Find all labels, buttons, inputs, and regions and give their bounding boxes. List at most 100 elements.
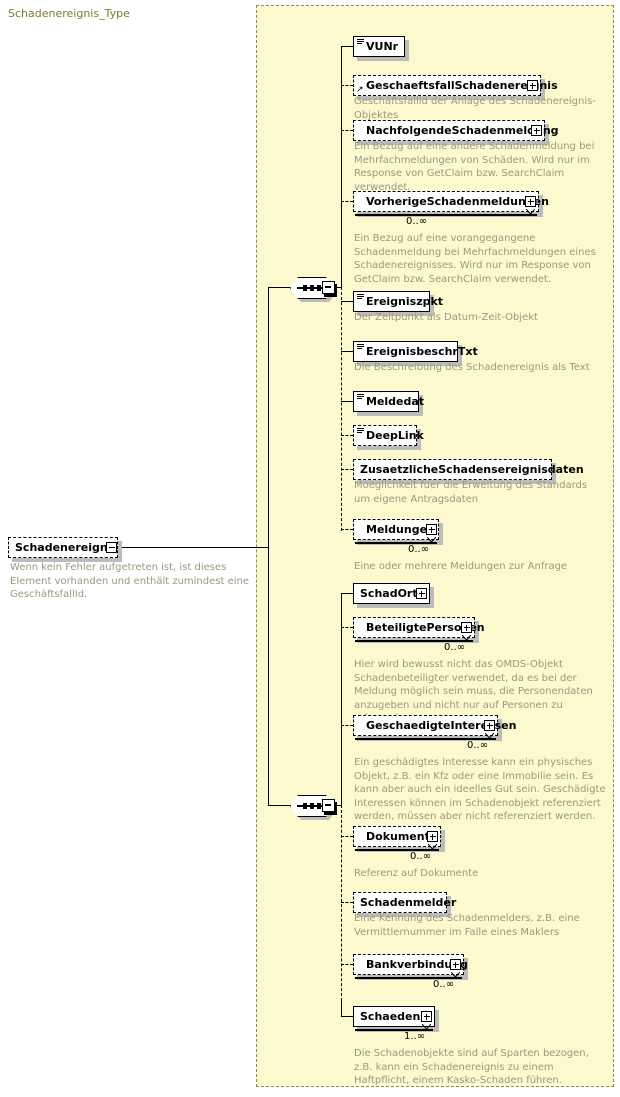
- bus-group-2-upper: [341, 593, 342, 805]
- stub-nachfolgende: [341, 130, 353, 131]
- bus-group-1: [341, 46, 342, 287]
- repeat-chevron-icon: [462, 635, 471, 641]
- stub-schaeden: [341, 1016, 353, 1017]
- repeat-chevron-icon: [485, 733, 494, 739]
- occurs-label: 0..∞: [408, 544, 430, 555]
- element-documentation: Ein Bezug auf eine andere Schadenmeldung…: [354, 141, 595, 193]
- connector-trunk-seq2: [268, 805, 290, 806]
- element-dokumente[interactable]: Dokumente: [353, 826, 441, 847]
- element-label: DeepLink: [366, 429, 424, 442]
- stub-beteiligte: [341, 627, 353, 628]
- expand-icon[interactable]: [527, 80, 538, 91]
- element-meldungen[interactable]: Meldungen: [353, 519, 439, 540]
- element-documentation: Geschäftsfallid der Anlage des Schadener…: [354, 96, 596, 121]
- element-documentation: Eine oder mehrere Meldungen zur Anfrage: [354, 561, 568, 572]
- element-schadenmelder[interactable]: Schadenmelder: [353, 892, 456, 913]
- element-ereignisbeschrtxt[interactable]: EreignisbeschrTxt: [353, 341, 478, 362]
- element-bankverbindung[interactable]: Bankverbindung: [353, 954, 468, 975]
- element-documentation: Ein geschädigtes Interesse kann ein phys…: [354, 757, 606, 822]
- repeat-indicator: [355, 977, 462, 979]
- element-label: GeschaedigteInteressen: [366, 719, 517, 732]
- element-documentation: Die Schadenobjekte sind auf Sparten bezo…: [354, 1048, 589, 1086]
- stub-vorherige: [341, 201, 353, 202]
- element-beteiligtepersonen[interactable]: BeteiligtePersonen: [353, 617, 485, 638]
- element-deeplink[interactable]: DeepLink: [353, 425, 424, 446]
- connector-seq1-out: [334, 287, 342, 288]
- element-ereigniszpkt[interactable]: Ereigniszpkt: [353, 291, 443, 312]
- expand-icon[interactable]: [421, 1011, 432, 1022]
- type-title: Schadenereignis_Type: [8, 7, 130, 20]
- root-element-label: Schadenereignis: [15, 541, 119, 554]
- stub-deeplink: [341, 435, 353, 436]
- expand-icon[interactable]: [427, 831, 438, 842]
- stub-meldungen: [341, 529, 353, 530]
- stub-geschaeftsfall: [341, 85, 353, 86]
- connector-trunk-seq1: [268, 287, 290, 288]
- element-meldedat[interactable]: Meldedat: [353, 391, 424, 412]
- expand-icon[interactable]: [426, 524, 437, 535]
- element-schadort[interactable]: SchadOrt: [353, 583, 430, 604]
- stub-bankverbindung: [341, 964, 353, 965]
- element-label: Ereigniszpkt: [366, 295, 444, 308]
- expand-icon[interactable]: [416, 588, 427, 599]
- repeat-indicator: [355, 640, 473, 642]
- occurs-label: 0..∞: [444, 642, 466, 653]
- stub-ereigniszpkt: [341, 301, 353, 302]
- sequence-2-dots-icon: [303, 802, 321, 809]
- sequence-1-collapse-icon[interactable]: [322, 281, 335, 294]
- expand-icon[interactable]: [461, 622, 472, 633]
- element-label: Meldedat: [366, 395, 425, 408]
- element-documentation: Referenz auf Dokumente: [354, 868, 479, 879]
- element-label: NachfolgendeSchadenmeldung: [366, 124, 559, 137]
- lines-icon: [357, 428, 364, 434]
- expand-icon[interactable]: [484, 720, 495, 731]
- element-schaeden[interactable]: Schaeden: [353, 1006, 435, 1027]
- element-documentation: Eine Kennung des Schadenmelders, z.B. ei…: [354, 913, 580, 938]
- occurs-label: 0..∞: [467, 740, 489, 751]
- repeat-indicator: [355, 542, 437, 544]
- element-label: Meldungen: [366, 523, 435, 536]
- expand-icon[interactable]: [450, 959, 461, 970]
- repeat-indicator: [355, 214, 537, 216]
- sequence-2-collapse-icon[interactable]: [322, 799, 335, 812]
- root-documentation: Wenn kein Fehler aufgetreten ist, ist di…: [10, 562, 250, 600]
- stub-ereignisbeschr: [341, 351, 353, 352]
- stub-zusaetzliche: [341, 469, 353, 470]
- element-label: ZusaetzlicheSchadensereignisdaten: [360, 463, 584, 476]
- occurs-label: 1..∞: [404, 1031, 426, 1042]
- bus-group-2-tail: [341, 1001, 342, 1017]
- sequence-1-dots-icon: [303, 284, 321, 291]
- element-label: SchadOrt: [360, 587, 418, 600]
- element-vorherigeschadenmeldungen[interactable]: VorherigeSchadenmeldungen: [353, 191, 549, 212]
- element-documentation: Moeglichkeit fuer die Erweitung des Stan…: [354, 480, 588, 505]
- bus-group-1-dashed: [341, 287, 342, 531]
- element-label: Dokumente: [366, 830, 438, 843]
- element-geschaedigteinteressen[interactable]: GeschaedigteInteressen: [353, 715, 516, 736]
- occurs-label: 0..∞: [406, 216, 428, 227]
- repeat-chevron-icon: [428, 844, 437, 850]
- element-label: VorherigeSchadenmeldungen: [366, 195, 549, 208]
- repeat-chevron-icon: [422, 1024, 431, 1030]
- occurs-label: 0..∞: [410, 851, 432, 862]
- lines-icon: [357, 394, 364, 400]
- repeat-indicator: [355, 1029, 433, 1031]
- element-label: GeschaeftsfallSchadenereignis: [366, 79, 558, 92]
- element-nachfolgendeschadenmeldung[interactable]: NachfolgendeSchadenmeldung: [353, 120, 559, 141]
- stub-schadort: [341, 593, 353, 594]
- element-vunr[interactable]: VUNr: [353, 36, 405, 57]
- root-element-schadenereignis[interactable]: Schadenereignis: [8, 537, 118, 558]
- lines-icon: [357, 39, 364, 45]
- element-label: Bankverbindung: [366, 958, 468, 971]
- connector-root-to-trunk: [122, 547, 268, 548]
- expand-icon[interactable]: [525, 196, 536, 207]
- element-label: Schaeden: [360, 1010, 421, 1023]
- element-documentation: Der Zeitpunkt als Datum-Zeit-Objekt: [354, 312, 538, 323]
- repeat-indicator: [355, 738, 496, 740]
- expand-icon[interactable]: [531, 125, 542, 136]
- reference-arrow-icon: ↗: [356, 85, 364, 95]
- lines-icon: [357, 344, 364, 350]
- stub-schadenmelder: [341, 902, 353, 903]
- element-zusaetzlicheschadensereignisdaten[interactable]: ZusaetzlicheSchadensereignisdaten: [353, 459, 584, 480]
- element-geschaeftsfallschadenereignis[interactable]: ↗ GeschaeftsfallSchadenereignis: [353, 75, 558, 96]
- root-collapse-icon[interactable]: [106, 542, 117, 553]
